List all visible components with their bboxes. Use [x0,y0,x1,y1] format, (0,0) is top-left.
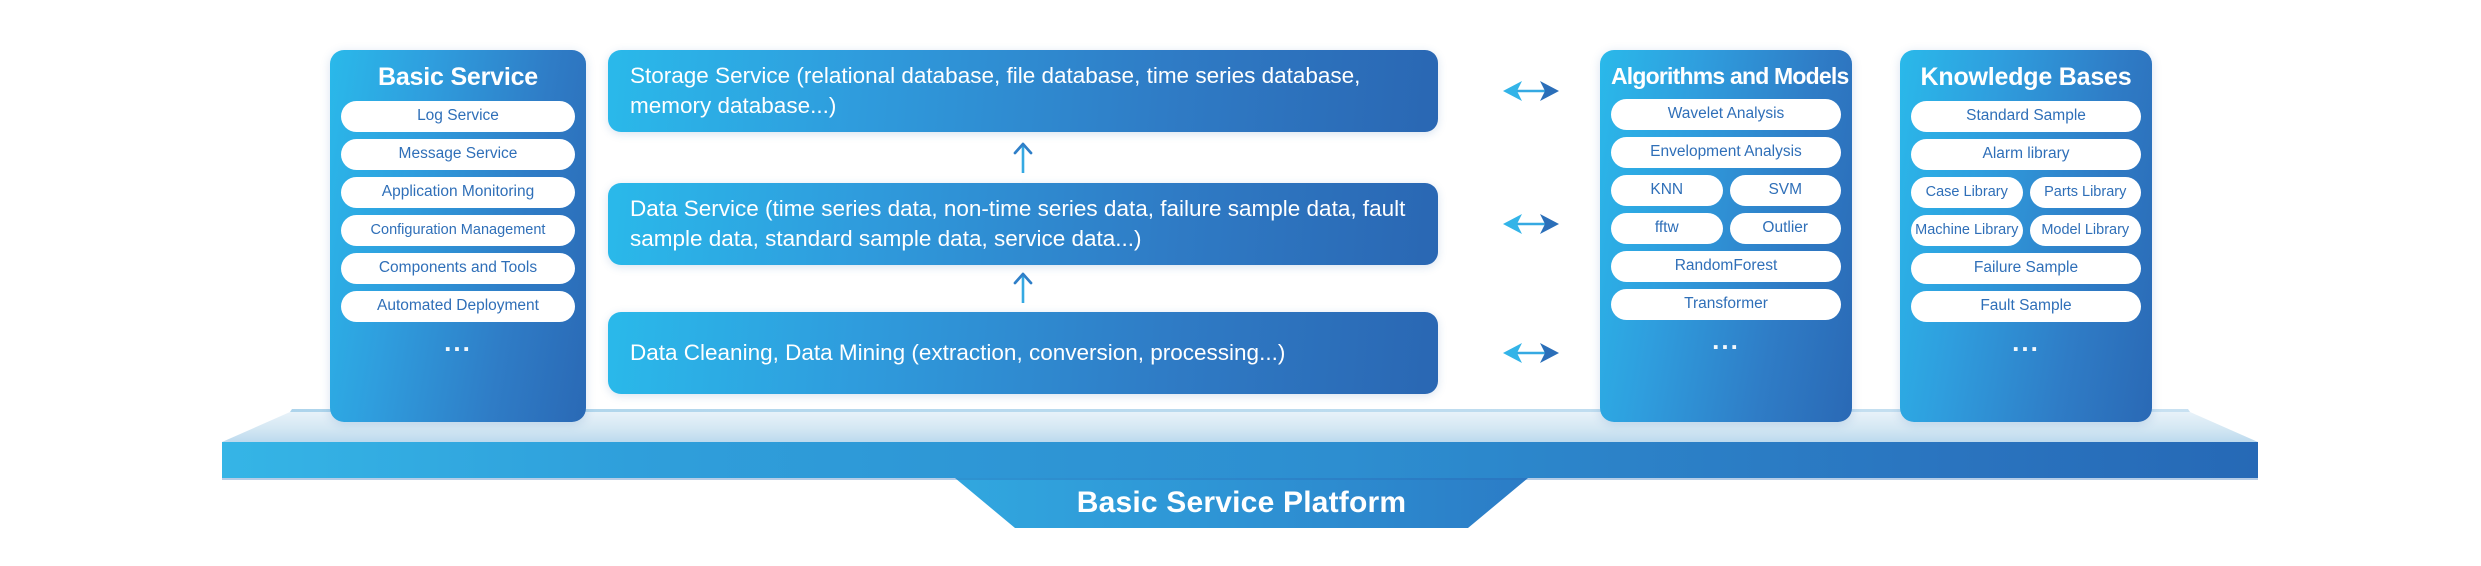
pill-wavelet-analysis[interactable]: Wavelet Analysis [1611,99,1841,130]
up-arrow-icon [1013,272,1033,303]
pill-alarm-library[interactable]: Alarm library [1911,139,2141,170]
pill-automated-deployment[interactable]: Automated Deployment [341,291,575,322]
pill-envelopment-analysis[interactable]: Envelopment Analysis [1611,137,1841,168]
pill-configuration-management[interactable]: Configuration Management [341,215,575,246]
pill-row-machine-model-library: Machine Library Model Library [1911,215,2141,253]
pill-message-service[interactable]: Message Service [341,139,575,170]
pill-row-fftw-outlier: fftw Outlier [1611,213,1841,251]
platform-title: Basic Service Platform [1076,486,1407,519]
more-indicator-algorithms: ... [1712,325,1740,355]
pill-log-service[interactable]: Log Service [341,101,575,132]
pill-application-monitoring[interactable]: Application Monitoring [341,177,575,208]
pill-fault-sample[interactable]: Fault Sample [1911,291,2141,322]
pill-row-knn-svm: KNN SVM [1611,175,1841,213]
column-basic-service: Basic Service Log Service Message Servic… [330,50,586,422]
column-title-knowledge-bases: Knowledge Bases [1920,63,2132,91]
column-title-basic-service: Basic Service [377,63,539,91]
column-title-algorithms-and-models: Algorithms and Models [1611,63,1849,89]
pill-randomforest[interactable]: RandomForest [1611,251,1841,282]
pill-svm[interactable]: SVM [1729,175,1841,206]
column-algorithms-and-models: Algorithms and Models Wavelet Analysis E… [1600,50,1852,422]
bar-data-service-text: Data Service (time series data, non-time… [630,195,1406,251]
double-headed-horizontal-arrow-icon [1503,214,1559,234]
bar-storage-service: Storage Service (relational database, fi… [608,50,1438,132]
pill-fftw[interactable]: fftw [1611,213,1723,244]
pill-machine-library[interactable]: Machine Library [1911,215,2023,246]
more-indicator-basic-service: ... [444,327,472,357]
pill-knn[interactable]: KNN [1611,175,1723,206]
bar-data-cleaning-mining: Data Cleaning, Data Mining (extraction, … [608,312,1438,394]
column-knowledge-bases: Knowledge Bases Standard Sample Alarm li… [1900,50,2152,422]
up-arrow-icon [1013,142,1033,173]
bar-data-service: Data Service (time series data, non-time… [608,183,1438,265]
pill-parts-library[interactable]: Parts Library [2029,177,2141,208]
pill-transformer[interactable]: Transformer [1611,289,1841,320]
pill-outlier[interactable]: Outlier [1729,213,1841,244]
double-headed-horizontal-arrow-icon [1503,343,1559,363]
pill-row-case-parts-library: Case Library Parts Library [1911,177,2141,215]
bar-data-cleaning-mining-text: Data Cleaning, Data Mining (extraction, … [630,339,1286,365]
pill-components-and-tools[interactable]: Components and Tools [341,253,575,284]
pill-standard-sample[interactable]: Standard Sample [1911,101,2141,132]
more-indicator-knowledge: ... [2012,327,2040,357]
pill-failure-sample[interactable]: Failure Sample [1911,253,2141,284]
double-headed-horizontal-arrow-icon [1503,81,1559,101]
pill-case-library[interactable]: Case Library [1911,177,2023,208]
bar-storage-service-text: Storage Service (relational database, fi… [630,62,1361,118]
pill-model-library[interactable]: Model Library [2029,215,2141,246]
